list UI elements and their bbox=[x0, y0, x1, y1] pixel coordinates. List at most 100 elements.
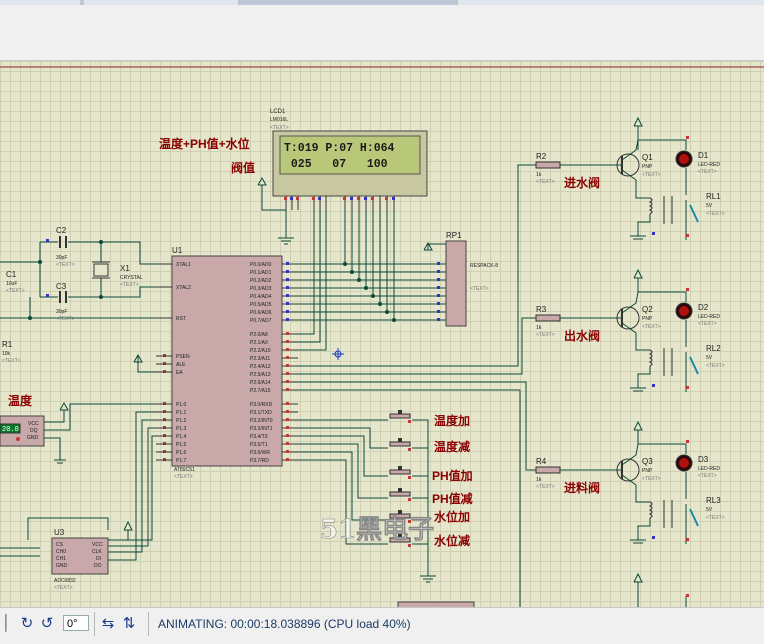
svg-text:DQ: DQ bbox=[30, 428, 38, 434]
svg-text:RL1: RL1 bbox=[706, 192, 721, 201]
svg-text:5V: 5V bbox=[706, 355, 713, 361]
svg-text:<TEXT>: <TEXT> bbox=[56, 262, 75, 268]
svg-text:<TEXT>: <TEXT> bbox=[642, 324, 661, 330]
adc-model: ADC0832 bbox=[54, 578, 76, 584]
svg-text:<TEXT>: <TEXT> bbox=[6, 288, 25, 294]
crystal-x1[interactable]: X1 CRYSTAL <TEXT> bbox=[92, 261, 143, 288]
svg-text:LED-RED: LED-RED bbox=[698, 466, 720, 472]
svg-text:P1.4: P1.4 bbox=[176, 434, 187, 440]
svg-text:30pF: 30pF bbox=[56, 255, 67, 261]
crystal-text-placeholder: <TEXT> bbox=[120, 282, 139, 288]
svg-text:ALE: ALE bbox=[176, 362, 186, 368]
capacitor-c2[interactable]: C2 30pF<TEXT> bbox=[56, 226, 75, 268]
label-feed-valve: 进料阀 bbox=[564, 480, 600, 495]
buttons-group bbox=[389, 410, 411, 543]
label-outlet-valve: 出水阀 bbox=[564, 328, 600, 343]
svg-text:P3.2/INT0: P3.2/INT0 bbox=[250, 418, 273, 424]
button-temp-up[interactable] bbox=[389, 410, 411, 419]
svg-text:LED-RED: LED-RED bbox=[698, 314, 720, 320]
svg-text:P2.1/A9: P2.1/A9 bbox=[250, 340, 268, 346]
svg-text:D2: D2 bbox=[698, 303, 709, 312]
svg-text:P2.7/A15: P2.7/A15 bbox=[250, 388, 271, 394]
svg-text:PSEN: PSEN bbox=[176, 354, 190, 360]
svg-text:R4: R4 bbox=[536, 457, 547, 466]
svg-text:RL2: RL2 bbox=[706, 344, 721, 353]
mcu-model: AT89C51 bbox=[174, 467, 195, 473]
svg-text:P3.7/RD: P3.7/RD bbox=[250, 458, 269, 464]
status-scroll-icon: ▏ bbox=[5, 615, 17, 632]
svg-text:<TEXT>: <TEXT> bbox=[706, 363, 725, 369]
svg-text:<TEXT>: <TEXT> bbox=[698, 169, 717, 175]
respack-ref: RP1 bbox=[446, 231, 462, 240]
relay-rl2[interactable]: RL2 5V <TEXT> bbox=[706, 344, 725, 369]
svg-text:P1.1: P1.1 bbox=[176, 410, 187, 416]
tab-strip-tab[interactable] bbox=[80, 0, 84, 5]
svg-text:P0.1/AD1: P0.1/AD1 bbox=[250, 270, 272, 276]
svg-text:P2.5/A13: P2.5/A13 bbox=[250, 372, 271, 378]
rotation-angle-input[interactable]: 0° bbox=[63, 615, 89, 631]
svg-text:P2.0/A8: P2.0/A8 bbox=[250, 332, 268, 338]
svg-text:RST: RST bbox=[176, 316, 186, 322]
rotate-ccw-icon[interactable]: ↺ bbox=[40, 615, 54, 632]
mirror-vertical-icon[interactable]: ⇅ bbox=[122, 615, 136, 632]
svg-text:1k: 1k bbox=[536, 172, 542, 178]
svg-text:EA: EA bbox=[176, 370, 183, 376]
tab-strip-tab[interactable] bbox=[238, 0, 458, 5]
label-level-down: 水位减 bbox=[434, 533, 470, 548]
svg-text:LED-RED: LED-RED bbox=[698, 162, 720, 168]
svg-text:GND: GND bbox=[27, 435, 39, 441]
svg-text:C2: C2 bbox=[56, 226, 67, 235]
lcd-module[interactable]: LCD1 LM016L <TEXT> T:019 P:07 H:064 025 … bbox=[270, 109, 428, 210]
rotate-cw-icon[interactable]: ↻ bbox=[20, 615, 34, 632]
svg-text:XTAL2: XTAL2 bbox=[176, 285, 191, 291]
svg-text:<TEXT>: <TEXT> bbox=[536, 179, 555, 185]
button-ph-down[interactable] bbox=[389, 488, 411, 497]
button-ph-up[interactable] bbox=[389, 466, 411, 475]
schematic-canvas[interactable]: LCD1 LM016L <TEXT> T:019 P:07 H:064 025 … bbox=[0, 61, 764, 607]
respack-rp1[interactable]: RP1 RESPACK-8 <TEXT> bbox=[437, 231, 498, 327]
svg-text:CLK: CLK bbox=[92, 549, 102, 555]
animation-status: ANIMATING: 00:00:18.038896 (CPU load 40%… bbox=[158, 617, 411, 631]
lcd-model: LM016L bbox=[270, 117, 288, 123]
crystal-ref: X1 bbox=[120, 264, 130, 273]
respack-model: RESPACK-8 bbox=[470, 263, 498, 269]
mcu-ref: U1 bbox=[172, 246, 183, 255]
mirror-horizontal-icon[interactable]: ⇆ bbox=[101, 615, 115, 632]
svg-text:GND: GND bbox=[56, 563, 68, 569]
svg-text:PNP: PNP bbox=[642, 316, 653, 322]
svg-text:DI: DI bbox=[96, 556, 101, 562]
svg-text:<TEXT>: <TEXT> bbox=[56, 316, 75, 322]
button-level-up[interactable] bbox=[389, 510, 411, 519]
lcd-line-2: 025 07 100 bbox=[284, 158, 388, 171]
svg-text:P1.6: P1.6 bbox=[176, 450, 187, 456]
button-level-down[interactable] bbox=[389, 534, 411, 543]
svg-text:P0.5/AD5: P0.5/AD5 bbox=[250, 302, 272, 308]
crystal-model: CRYSTAL bbox=[120, 275, 143, 281]
svg-text:RL3: RL3 bbox=[706, 496, 721, 505]
svg-text:<TEXT>: <TEXT> bbox=[642, 476, 661, 482]
label-threshold-title: 温度+PH值+水位 bbox=[159, 136, 250, 151]
svg-text:CH1: CH1 bbox=[56, 556, 66, 562]
separator bbox=[148, 612, 149, 636]
schematic-drawing: LCD1 LM016L <TEXT> T:019 P:07 H:064 025 … bbox=[0, 66, 764, 607]
svg-text:D3: D3 bbox=[698, 455, 709, 464]
button-temp-down[interactable] bbox=[389, 438, 411, 447]
lcd-text-placeholder: <TEXT> bbox=[270, 125, 289, 131]
